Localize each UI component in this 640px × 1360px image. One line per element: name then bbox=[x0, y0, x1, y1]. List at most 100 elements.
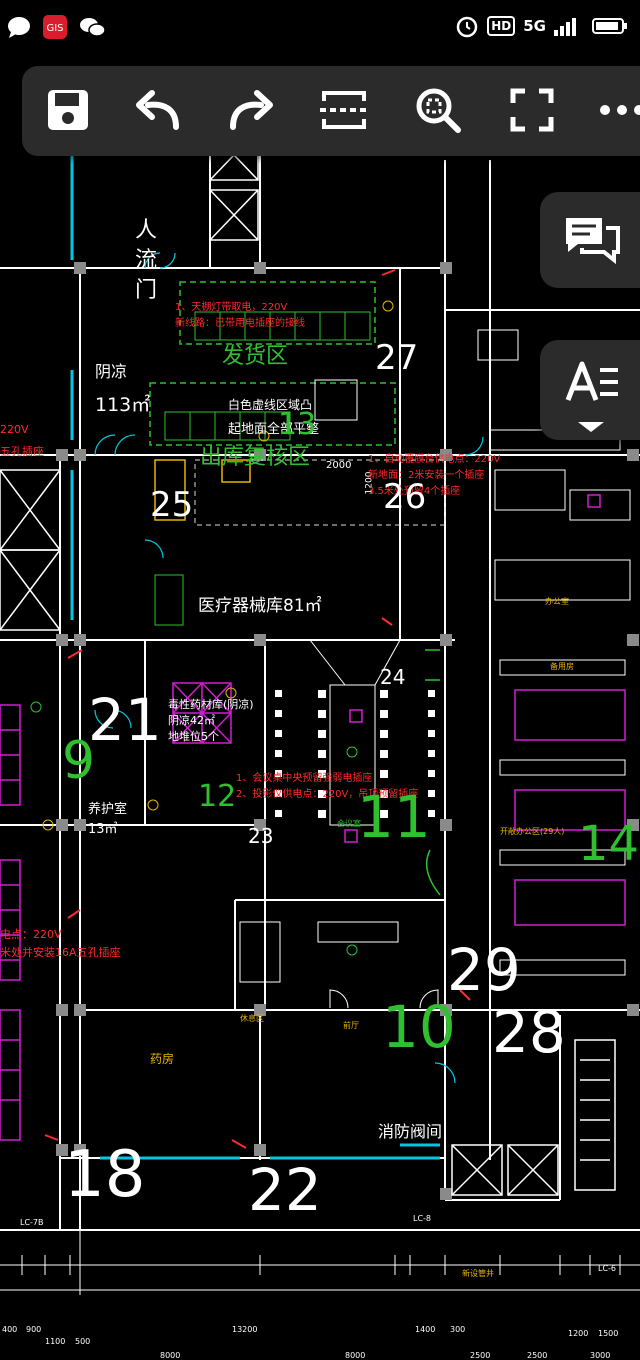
text-style-button[interactable] bbox=[540, 340, 640, 440]
marker-29[interactable]: 29 bbox=[447, 936, 521, 1004]
rest-area-label: 休息区 bbox=[240, 1014, 264, 1023]
toxic-area-label: 阴凉42㎡ bbox=[168, 714, 215, 727]
red-note-top-2: 新线路：已带用电插座的接线 bbox=[175, 318, 305, 329]
status-bar: GIS HD 5G bbox=[0, 0, 640, 58]
shade-area-label: 113㎡ bbox=[95, 394, 151, 416]
fire-valve-label: 消防阀间 bbox=[378, 1122, 443, 1141]
floor-plan-lines bbox=[0, 129, 640, 1295]
dim-500: 500 bbox=[75, 1337, 91, 1346]
wechat-icon bbox=[80, 18, 106, 37]
open-office-label: 开敞办公区(29人) bbox=[500, 827, 565, 836]
redo-button[interactable] bbox=[218, 78, 282, 142]
marker-21[interactable]: 21 bbox=[88, 686, 162, 754]
outbound-zone-label: 出库复核区 bbox=[200, 445, 311, 470]
dim-400: 400 bbox=[2, 1325, 18, 1334]
red-note-right-1: 1、自动覆膜台供电点：220V bbox=[368, 454, 501, 465]
svg-text:GIS: GIS bbox=[46, 23, 63, 34]
marker-18[interactable]: 18 bbox=[64, 1138, 146, 1212]
more-button[interactable] bbox=[590, 78, 640, 142]
dim-900: 900 bbox=[26, 1325, 42, 1334]
lc8-label: LC-8 bbox=[413, 1214, 432, 1223]
marker-14[interactable]: 14 bbox=[578, 816, 640, 872]
dimension-2000: 2000 bbox=[326, 460, 352, 471]
yellow-line-note-1: 白色虚线区域凸 bbox=[228, 398, 313, 412]
measure-icon bbox=[320, 91, 368, 129]
undo-button[interactable] bbox=[127, 78, 191, 142]
pharmacy-label: 药房 bbox=[150, 1052, 175, 1066]
red-note-right-2: 新地面：2米安装一个插座 bbox=[368, 470, 485, 481]
dim-2500-a: 2500 bbox=[470, 1351, 491, 1360]
marker-25[interactable]: 25 bbox=[150, 485, 194, 525]
undo-icon bbox=[136, 90, 179, 130]
red-note-left-1: 电点：220V bbox=[0, 928, 62, 941]
dim-1500: 1500 bbox=[598, 1329, 619, 1338]
yellow-line-note-2: 起地面全部平整 bbox=[228, 422, 320, 437]
chevron-down-icon[interactable] bbox=[576, 420, 606, 434]
red-note-mid-2: 2、投影仪供电点：220V，吊顶预留插座 bbox=[236, 789, 419, 800]
red-note-right-3: 3.5米处预留4个插座 bbox=[368, 486, 461, 497]
marker-24[interactable]: 24 bbox=[380, 665, 406, 689]
spare-room-label: 备用房 bbox=[550, 662, 574, 671]
dim-3000: 3000 bbox=[590, 1351, 611, 1360]
notification-icons: GIS bbox=[6, 14, 106, 40]
drawing-toolbar bbox=[22, 66, 640, 156]
marker-13[interactable]: 13 bbox=[278, 407, 317, 442]
marker-27[interactable]: 27 bbox=[375, 338, 419, 378]
marker-23[interactable]: 23 bbox=[248, 824, 274, 848]
care-room-label: 养护室 bbox=[88, 802, 128, 817]
status-icons: HD 5G bbox=[455, 14, 628, 38]
message-icon bbox=[8, 17, 30, 38]
marker-10[interactable]: 10 bbox=[382, 993, 456, 1061]
more-icon bbox=[600, 105, 640, 115]
arrival-zone-label: 发货区 bbox=[222, 344, 289, 369]
measure-button[interactable] bbox=[312, 78, 376, 142]
medical-lib-label: 医疗器械库81㎡ bbox=[198, 596, 322, 616]
battery-icon bbox=[592, 18, 627, 34]
front-hall-label: 前厅 bbox=[343, 1021, 359, 1030]
shade-label: 阴凉 bbox=[95, 362, 128, 381]
network-label: 5G bbox=[523, 17, 546, 35]
dim-1200-bottom: 1200 bbox=[568, 1329, 589, 1338]
text-style-icon bbox=[565, 361, 618, 401]
fullscreen-icon bbox=[510, 88, 554, 132]
red-note-left-4: 五孔插座 bbox=[0, 445, 44, 458]
signal-icon bbox=[554, 18, 576, 36]
comment-icon bbox=[566, 218, 620, 265]
marker-11[interactable]: 11 bbox=[357, 783, 431, 851]
dim-8000-a: 8000 bbox=[160, 1351, 181, 1360]
zoom-icon bbox=[416, 88, 461, 133]
marker-22[interactable]: 22 bbox=[248, 1156, 322, 1224]
fullscreen-button[interactable] bbox=[500, 78, 564, 142]
dim-2500-b: 2500 bbox=[527, 1351, 548, 1360]
dim-300: 300 bbox=[450, 1325, 466, 1334]
toxic-lib-label: 毒性药材库(阴凉) bbox=[168, 698, 254, 711]
save-icon bbox=[48, 90, 88, 130]
red-note-mid-1: 1、会议桌中央预留强弱电插座 bbox=[236, 773, 373, 784]
lc7b-label: LC-7B bbox=[20, 1218, 44, 1227]
marker-26[interactable]: 26 bbox=[383, 477, 427, 517]
dim-13200: 13200 bbox=[232, 1325, 258, 1334]
red-note-left-2: 米处并安装16A五孔插座 bbox=[0, 946, 121, 959]
zoom-button[interactable] bbox=[407, 78, 471, 142]
meeting-room-label: 会议室 bbox=[337, 819, 361, 828]
office-label: 办公室 bbox=[545, 597, 569, 606]
lc6-label: LC-6 bbox=[598, 1264, 617, 1273]
care-area-label: 13㎡ bbox=[88, 822, 118, 837]
hd-badge: HD bbox=[487, 16, 516, 36]
alarm-icon bbox=[456, 16, 478, 38]
red-note-left-3: 220V bbox=[0, 423, 29, 436]
toxic-note-label: 地堆位5个 bbox=[168, 730, 219, 743]
marker-12[interactable]: 12 bbox=[198, 779, 237, 814]
marker-28[interactable]: 28 bbox=[492, 998, 566, 1066]
red-note-top-1: 1、天棚灯带取电，220V bbox=[175, 302, 288, 313]
people-flow-door-label: 人 流 门 bbox=[135, 218, 158, 303]
dim-1100: 1100 bbox=[45, 1337, 66, 1346]
app-icon: GIS bbox=[43, 15, 67, 39]
save-button[interactable] bbox=[36, 78, 100, 142]
dim-8000-b: 8000 bbox=[345, 1351, 366, 1360]
new-shaft-label: 新设管井 bbox=[462, 1269, 494, 1278]
dim-1400: 1400 bbox=[415, 1325, 436, 1334]
comments-button[interactable] bbox=[540, 192, 640, 288]
marker-9[interactable]: 9 bbox=[62, 731, 96, 791]
redo-icon bbox=[230, 90, 273, 130]
